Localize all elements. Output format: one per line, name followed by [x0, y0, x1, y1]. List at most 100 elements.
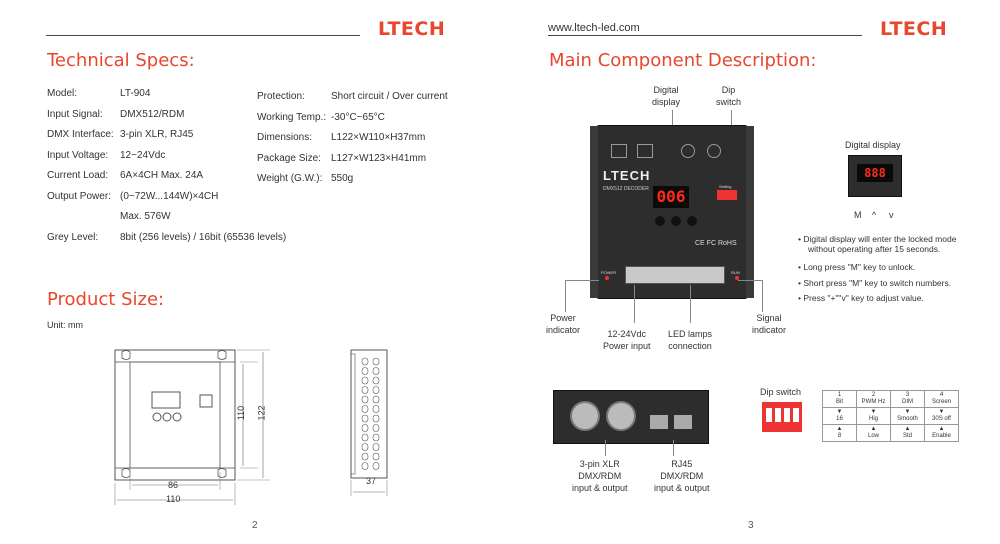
- dip-table-cell: 1 Bit: [822, 390, 857, 408]
- vent-slot: [372, 367, 380, 375]
- device-button-m[interactable]: [655, 216, 665, 226]
- spec-left-value: (0~72W...144W)×4CH: [120, 190, 219, 202]
- bullet-1: • Digital display will enter the locked …: [798, 234, 957, 244]
- display-panel-seg: 888: [857, 164, 893, 182]
- spec-left-label: Grey Level:: [47, 231, 99, 243]
- dip-table-cell: ▲ Low: [856, 424, 891, 442]
- xlr-icon-1: [681, 144, 695, 158]
- digital-display-title: Digital display: [845, 140, 901, 150]
- main-component-title: Main Component Description:: [549, 50, 817, 71]
- label-xlr: 3-pin XLR DMX/RDM input & output: [572, 459, 628, 493]
- spec-right-value: L127×W123×H41mm: [331, 152, 427, 164]
- spec-left-value: 12~24Vdc: [120, 149, 166, 161]
- dip-table-row: ▲ 8▲ Low▲ Std▲ Enable: [822, 424, 959, 442]
- spec-left-value: Max. 576W: [120, 211, 171, 222]
- vent-slot: [361, 462, 369, 470]
- dim-width-inner: 86: [168, 480, 179, 490]
- spec-left-label: Current Load:: [47, 170, 109, 181]
- spec-left-value: DMX512/RDM: [120, 108, 185, 120]
- rj45-port-1: [650, 415, 668, 429]
- vent-slot: [361, 433, 369, 442]
- label-dip-switch: Dip switch: [716, 85, 742, 107]
- dip-switch-title: Dip switch: [760, 387, 802, 397]
- bullet-2: • Long press "M" key to unlock.: [798, 262, 916, 272]
- spec-left-label: Input Voltage:: [47, 149, 109, 161]
- vent-slot: [361, 367, 369, 375]
- dip-table-cell: ▲ Std: [890, 424, 925, 442]
- device-dip-switch: [717, 190, 737, 200]
- vent-slot: [372, 462, 380, 470]
- signal-led-icon: [735, 276, 739, 280]
- vent-slot: [372, 424, 380, 432]
- decoder-side-view: [553, 390, 709, 444]
- vent-slot: [372, 443, 380, 451]
- label-power-input: 12-24Vdc Power input: [603, 329, 651, 351]
- spec-right-label: Protection:: [257, 91, 305, 102]
- unit-label: Unit: mm: [47, 320, 83, 330]
- vent-slot: [361, 395, 369, 404]
- spec-right-value: 550g: [331, 173, 354, 184]
- spec-left-label: Model:: [47, 88, 78, 99]
- key-m: M: [854, 210, 862, 220]
- spec-right-value: L122×W110×H37mm: [331, 132, 426, 143]
- spec-left-value: 8bit (256 levels) / 16bit (65536 levels): [120, 231, 287, 243]
- vent-slot: [372, 433, 380, 442]
- product-side-drawing: [350, 349, 388, 496]
- label-led-lamps: LED lamps connection: [668, 329, 713, 351]
- vent-slot: [361, 452, 369, 461]
- product-size-title: Product Size:: [47, 289, 165, 310]
- vent-slot: [361, 376, 369, 385]
- dim-depth: 37: [366, 476, 377, 486]
- spec-right-label: Dimensions:: [257, 132, 313, 143]
- device-terminal-block: [625, 266, 725, 284]
- bullet-4: • Press "+""v" key to adjust value.: [798, 293, 924, 303]
- header-rule-left: [46, 35, 360, 36]
- device-seg-display: 006: [653, 186, 689, 208]
- dim-width-outer: 110: [166, 494, 181, 504]
- device-power-label: POWER: [601, 270, 617, 275]
- vent-slot: [361, 386, 369, 394]
- page-number-left: 2: [252, 520, 258, 531]
- label-power-indicator: Power indicator: [546, 313, 581, 335]
- vent-slot: [372, 376, 380, 385]
- spec-right-label: Package Size:: [257, 152, 321, 164]
- spec-left-label: DMX Interface:: [47, 129, 114, 140]
- spec-left-value: 6A×4CH Max. 24A: [120, 170, 204, 181]
- decoder-device: LTECH DMX512 DECODER 006 Setting CE FC R…: [590, 125, 754, 299]
- port-box-1: [611, 144, 627, 158]
- vent-slot: [372, 357, 380, 366]
- power-led-icon: [605, 276, 609, 280]
- device-setting-label: Setting: [719, 184, 732, 189]
- dip-table-cell: 3 DIM: [890, 390, 925, 408]
- vent-slot: [361, 357, 369, 366]
- device-button-up[interactable]: [671, 216, 681, 226]
- xlr-connector-1: [570, 401, 600, 431]
- spec-right-label: Weight (G.W.):: [257, 173, 323, 184]
- label-digital-display: Digital display: [652, 85, 681, 107]
- spec-left-label: Output Power:: [47, 190, 111, 202]
- vent-slot: [372, 386, 380, 394]
- device-run-label: RUN: [731, 270, 740, 275]
- dip-table-row: ▼ 16▼ Hig▼ Smooth▼ 30S off: [822, 407, 959, 425]
- vent-slot: [372, 395, 380, 404]
- label-rj45: RJ45 DMX/RDM input & output: [654, 459, 710, 493]
- vent-slot: [372, 405, 380, 413]
- vent-slot: [361, 414, 369, 423]
- dim-height-outer: 122: [256, 405, 267, 421]
- ltech-logo-right: LTECH: [880, 18, 948, 40]
- key-down: v: [889, 210, 894, 220]
- bullet-3: • Short press "M" key to switch numbers.: [798, 278, 952, 288]
- device-button-down[interactable]: [687, 216, 697, 226]
- vent-slot: [372, 452, 380, 461]
- port-box-2: [637, 144, 653, 158]
- ltech-logo-left: LTECH: [378, 18, 446, 40]
- website-url: www.ltech-led.com: [548, 22, 640, 34]
- bullet-1b: without operating after 15 seconds.: [808, 244, 941, 254]
- header-rule-right: [548, 35, 862, 36]
- dip-switch-graphic: [762, 402, 802, 432]
- dim-height-inner: 110: [236, 405, 247, 421]
- rj45-port-2: [674, 415, 692, 429]
- vent-slot: [361, 405, 369, 413]
- spec-left-value: 3-pin XLR, RJ45: [120, 129, 194, 140]
